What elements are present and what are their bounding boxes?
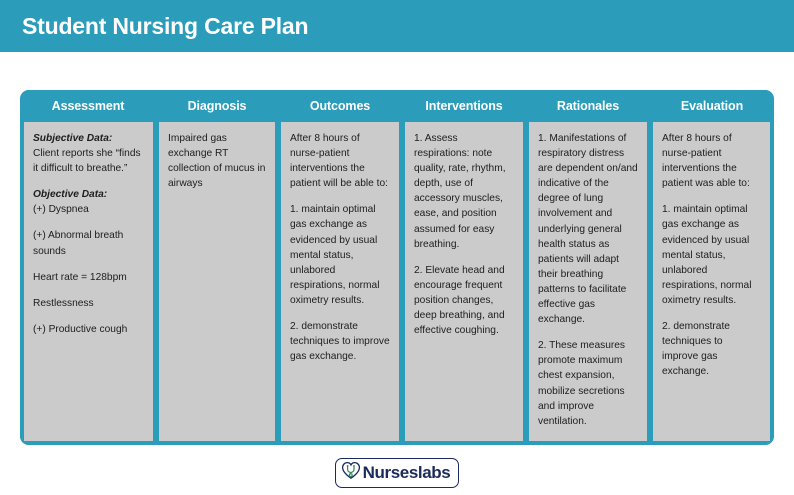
evaluation-item-1: 1. maintain optimal gas exchange as evid… [662, 204, 752, 306]
cell-outcomes: After 8 hours of nurse-patient intervent… [278, 122, 402, 445]
evaluation-item-2: 2. demonstrate techniques to improve gas… [662, 321, 730, 378]
interventions-item-1-block: 1. Assess respirations: note quality, ra… [414, 131, 514, 252]
care-plan-table-container: Assessment Diagnosis Outcomes Interventi… [20, 90, 774, 445]
outcomes-item-1-block: 1. maintain optimal gas exchange as evid… [290, 202, 390, 308]
assessment-subjective-label: Subjective Data: [33, 133, 113, 144]
cell-assessment: Subjective Data: Client reports she “fin… [20, 122, 156, 445]
assessment-objective-block: Objective Data: (+) Dyspnea [33, 187, 144, 217]
nurseslabs-logo-text: Nurseslabs [362, 462, 451, 482]
column-header-assessment: Assessment [20, 90, 156, 122]
interventions-item-2: 2. Elevate head and encourage frequent p… [414, 264, 505, 337]
column-header-rationales: Rationales [526, 90, 650, 122]
outcomes-item-2: 2. demonstrate techniques to improve gas… [290, 321, 390, 363]
evaluation-intro-block: After 8 hours of nurse-patient intervent… [662, 131, 761, 191]
assessment-objective-item-3: Heart rate = 128bpm [33, 271, 127, 283]
assessment-objective-item-2: (+) Abnormal breath sounds [33, 230, 124, 257]
column-header-outcomes: Outcomes [278, 90, 402, 122]
cell-diagnosis: Impaired gas exchange RT collection of m… [156, 122, 278, 445]
cell-evaluation: After 8 hours of nurse-patient intervent… [650, 122, 774, 445]
care-plan-table: Assessment Diagnosis Outcomes Interventi… [20, 90, 774, 445]
assessment-subjective-block: Subjective Data: Client reports she “fin… [33, 131, 144, 176]
column-header-interventions: Interventions [402, 90, 526, 122]
interventions-item-1: 1. Assess respirations: note quality, ra… [414, 133, 506, 250]
cell-rationales: 1. Manifestations of respiratory distres… [526, 122, 650, 445]
evaluation-intro: After 8 hours of nurse-patient intervent… [662, 133, 750, 190]
footer: Nurseslabs [0, 457, 794, 488]
assessment-objective-item-5: (+) Productive cough [33, 323, 128, 335]
diagnosis-text: Impaired gas exchange RT collection of m… [168, 133, 266, 190]
evaluation-item-1-block: 1. maintain optimal gas exchange as evid… [662, 202, 761, 308]
outcomes-item-2-block: 2. demonstrate techniques to improve gas… [290, 319, 390, 364]
rationales-item-1-block: 1. Manifestations of respiratory distres… [538, 131, 638, 327]
rationales-item-1: 1. Manifestations of respiratory distres… [538, 133, 638, 326]
assessment-objective-item-3-block: Heart rate = 128bpm [33, 270, 144, 285]
assessment-objective-item-2-block: (+) Abnormal breath sounds [33, 228, 144, 258]
assessment-objective-item-4-block: Restlessness [33, 296, 144, 311]
cell-interventions: 1. Assess respirations: note quality, ra… [402, 122, 526, 445]
interventions-item-2-block: 2. Elevate head and encourage frequent p… [414, 263, 514, 338]
page-header: Student Nursing Care Plan [0, 0, 794, 52]
nurseslabs-logo[interactable]: Nurseslabs [334, 457, 460, 488]
table-row: Subjective Data: Client reports she “fin… [20, 122, 774, 445]
assessment-objective-item-5-block: (+) Productive cough [33, 322, 144, 337]
assessment-subjective-text: Client reports she “finds it difficult t… [33, 148, 141, 175]
heart-stethoscope-icon [341, 461, 361, 485]
column-header-diagnosis: Diagnosis [156, 90, 278, 122]
page-title: Student Nursing Care Plan [22, 12, 309, 39]
outcomes-intro-block: After 8 hours of nurse-patient intervent… [290, 131, 390, 191]
rationales-item-2: 2. These measures promote maximum chest … [538, 340, 626, 427]
assessment-objective-label: Objective Data: [33, 189, 108, 201]
rationales-item-2-block: 2. These measures promote maximum chest … [538, 338, 638, 429]
outcomes-item-1: 1. maintain optimal gas exchange as evid… [290, 204, 380, 306]
column-header-evaluation: Evaluation [650, 90, 774, 122]
table-body: Subjective Data: Client reports she “fin… [20, 122, 774, 445]
diagnosis-text-block: Impaired gas exchange RT collection of m… [168, 131, 266, 191]
evaluation-item-2-block: 2. demonstrate techniques to improve gas… [662, 319, 761, 379]
assessment-objective-item-1: (+) Dyspnea [33, 204, 89, 216]
table-header-row: Assessment Diagnosis Outcomes Interventi… [20, 90, 774, 122]
outcomes-intro: After 8 hours of nurse-patient intervent… [290, 133, 388, 190]
assessment-objective-item-4: Restlessness [33, 297, 94, 309]
